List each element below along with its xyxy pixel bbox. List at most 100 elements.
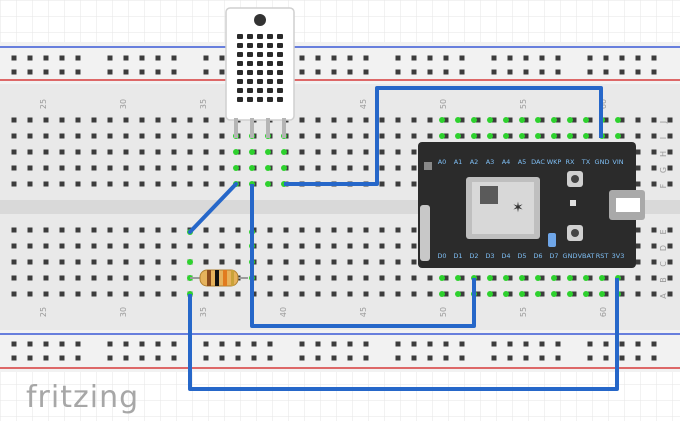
row-label: J [659,121,668,124]
column-label: 40 [279,307,288,317]
grill-slot [267,52,273,57]
breadboard-hole [43,291,49,297]
grill-slot [247,88,253,93]
connected-pin [439,133,445,139]
breadboard-hole [635,181,641,187]
row-label: G [659,167,668,173]
rail-hole [107,55,113,61]
rail-hole [155,55,161,61]
breadboard-hole [603,275,609,281]
column-label: 50 [439,99,448,109]
grill-slot [277,88,283,93]
breadboard-hole [347,259,353,265]
row-label: I [659,137,668,139]
connected-pin [551,117,557,123]
breadboard-hole [171,259,177,265]
breadboard-hole [315,149,321,155]
connected-pin [519,291,525,297]
breadboard-hole [107,181,113,187]
rail-hole [651,341,657,347]
board-pin-label: D5 [517,252,526,260]
breadboard-hole [43,275,49,281]
breadboard-hole [299,133,305,139]
board-pin-label: RX [566,158,576,166]
breadboard-hole [539,291,545,297]
breadboard-hole [667,227,673,233]
breadboard-hole [539,117,545,123]
rail-hole [107,341,113,347]
rail-hole [411,341,417,347]
rail-hole [219,355,225,361]
breadboard-hole [75,149,81,155]
breadboard-hole [475,117,481,123]
grill-slot [257,88,263,93]
connected-pin [249,149,255,155]
breadboard-hole [299,165,305,171]
rail-hole [411,55,417,61]
breadboard-hole [379,243,385,249]
board-pin-label: A3 [486,158,495,166]
breadboard-hole [379,259,385,265]
board-pin-label: A0 [438,158,447,166]
breadboard-hole [571,133,577,139]
rail-hole [27,341,33,347]
connected-pin [583,291,589,297]
breadboard-hole [27,227,33,233]
breadboard-hole [203,165,209,171]
rail-hole [139,55,145,61]
breadboard-hole [91,133,97,139]
grill-slot [247,70,253,75]
breadboard-hole [507,117,513,123]
breadboard-hole [475,291,481,297]
breadboard-hole [395,227,401,233]
breadboard-hole [155,291,161,297]
breadboard-hole [11,227,17,233]
resistor[interactable] [190,269,248,287]
breadboard-hole [651,117,657,123]
rail-hole [27,55,33,61]
rail-hole [587,355,593,361]
rail-hole [507,341,513,347]
rail-hole [123,341,129,347]
breadboard-hole [27,165,33,171]
bottom-power-rail [0,330,680,372]
breadboard-hole [667,149,673,155]
breadboard-hole [27,291,33,297]
rail-hole [315,355,321,361]
breadboard-hole [347,149,353,155]
rail-hole [651,355,657,361]
rail-hole [539,69,545,75]
breadboard-hole [299,117,305,123]
rail-hole [555,355,561,361]
rail-hole [155,355,161,361]
breadboard-hole [635,243,641,249]
breadboard-hole [91,165,97,171]
dht-sensor[interactable] [225,7,295,138]
connected-pin [455,291,461,297]
connected-pin [471,117,477,123]
grill-slot [237,43,243,48]
row-label: H [659,151,668,157]
breadboard-hole [139,133,145,139]
rail-hole [523,69,529,75]
rail-hole [203,55,209,61]
column-label: 35 [199,99,208,109]
rail-hole [619,55,625,61]
breadboard-hole [123,227,129,233]
breadboard-hole [203,133,209,139]
breadboard-hole [219,133,225,139]
connected-pin [567,275,573,281]
breadboard-hole [171,291,177,297]
breadboard-hole [571,117,577,123]
breadboard-hole [603,291,609,297]
breadboard-hole [171,243,177,249]
breadboard-hole [107,149,113,155]
column-label: 45 [359,99,368,109]
connected-pin [583,117,589,123]
rail-hole [331,69,337,75]
breadboard-hole [411,117,417,123]
breadboard-hole [267,275,273,281]
breadboard-hole [155,243,161,249]
breadboard-hole [123,243,129,249]
